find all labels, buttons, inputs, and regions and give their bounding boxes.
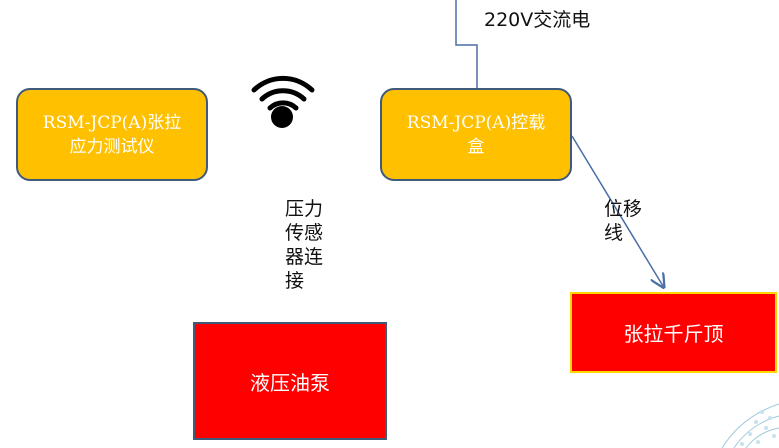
displacement-arrow — [571, 135, 663, 286]
decorative-globe-graphic — [721, 403, 779, 448]
control-box-label: RSM-JCP(A)控载 盒 — [406, 112, 546, 157]
tester-label: RSM-JCP(A)张拉 应力测试仪 — [42, 112, 182, 157]
jack-label: 张拉千斤顶 — [623, 322, 724, 346]
tester-box[interactable]: RSM-JCP(A)张拉 应力测试仪 — [16, 88, 208, 181]
jack-box[interactable]: 张拉千斤顶 — [570, 292, 777, 373]
power-line — [455, 0, 478, 88]
pump-label: 液压油泵 — [250, 370, 330, 395]
pressure-sensor-label: 压力 传感 器连 接 — [285, 198, 324, 292]
control-box[interactable]: RSM-JCP(A)控载 盒 — [380, 88, 572, 181]
pump-box[interactable]: 液压油泵 — [193, 322, 387, 440]
power-label: 220V交流电 — [484, 9, 591, 31]
wifi-icon — [251, 75, 315, 128]
displacement-label: 位移 线 — [604, 198, 643, 244]
